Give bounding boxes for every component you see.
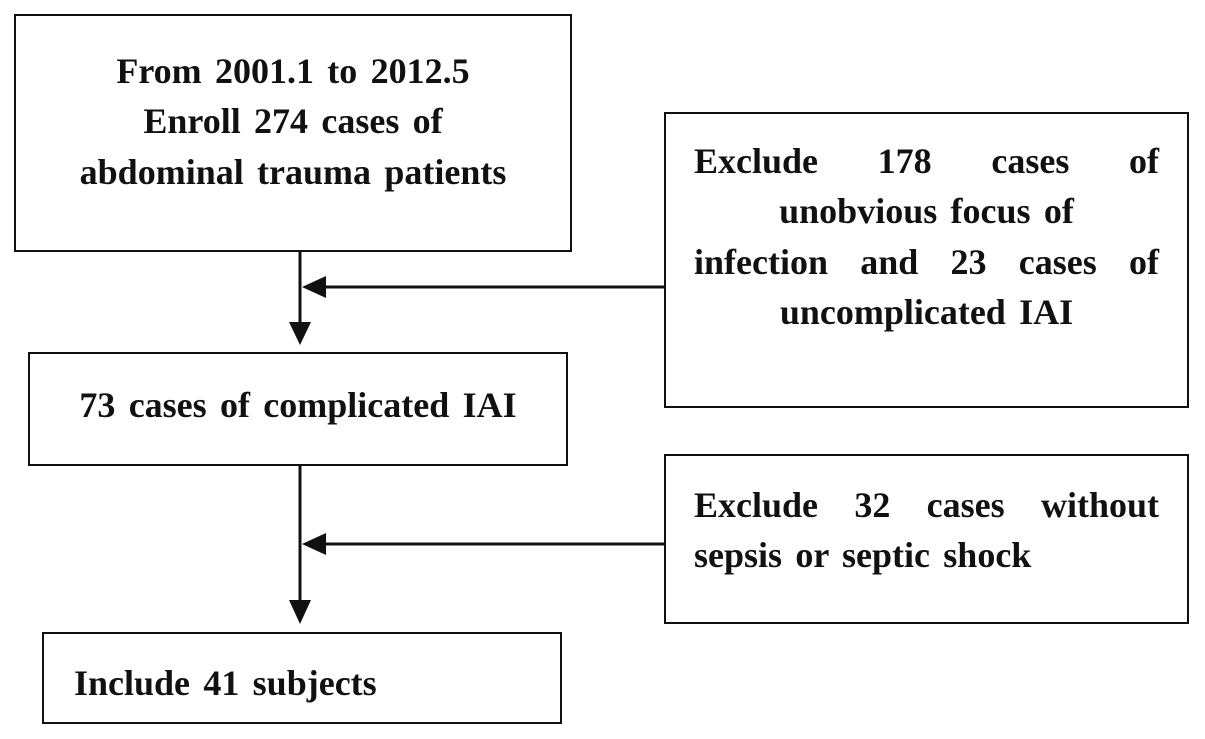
include-subjects-text: Include 41 subjects xyxy=(74,663,377,703)
enroll-line-1: From 2001.1 to 2012.5 xyxy=(116,51,470,91)
exclude1-line-4: uncomplicated IAI xyxy=(779,292,1074,333)
include-subjects-box: Include 41 subjects xyxy=(42,632,562,724)
exclude-no-sepsis-box: Exclude 32 cases without sepsis or septi… xyxy=(664,454,1189,624)
arrowhead-left-2 xyxy=(302,533,326,555)
complicated-iai-box: 73 cases of complicated IAI xyxy=(28,352,568,466)
exclude2-line-1: Exclude 32 cases without xyxy=(694,485,1159,525)
exclude2-line-2: sepsis or septic shock xyxy=(694,535,1032,576)
arrowhead-down-1 xyxy=(289,322,311,345)
arrowhead-down-2 xyxy=(289,600,311,624)
exclude1-line-2: unobvious focus of xyxy=(779,191,1074,232)
enroll-line-2: Enroll 274 cases of xyxy=(143,101,443,142)
exclude1-line-1: Exclude 178 cases of xyxy=(694,141,1159,181)
enroll-box: From 2001.1 to 2012.5 Enroll 274 cases o… xyxy=(14,14,572,252)
exclude-unobvious-box: Exclude 178 cases of unobvious focus of … xyxy=(664,112,1189,408)
exclude1-line-3: infection and 23 cases of xyxy=(694,241,1159,282)
arrowhead-left-1 xyxy=(302,276,326,298)
enroll-line-3: abdominal trauma patients xyxy=(79,151,507,192)
complicated-iai-text: 73 cases of complicated IAI xyxy=(79,385,517,425)
